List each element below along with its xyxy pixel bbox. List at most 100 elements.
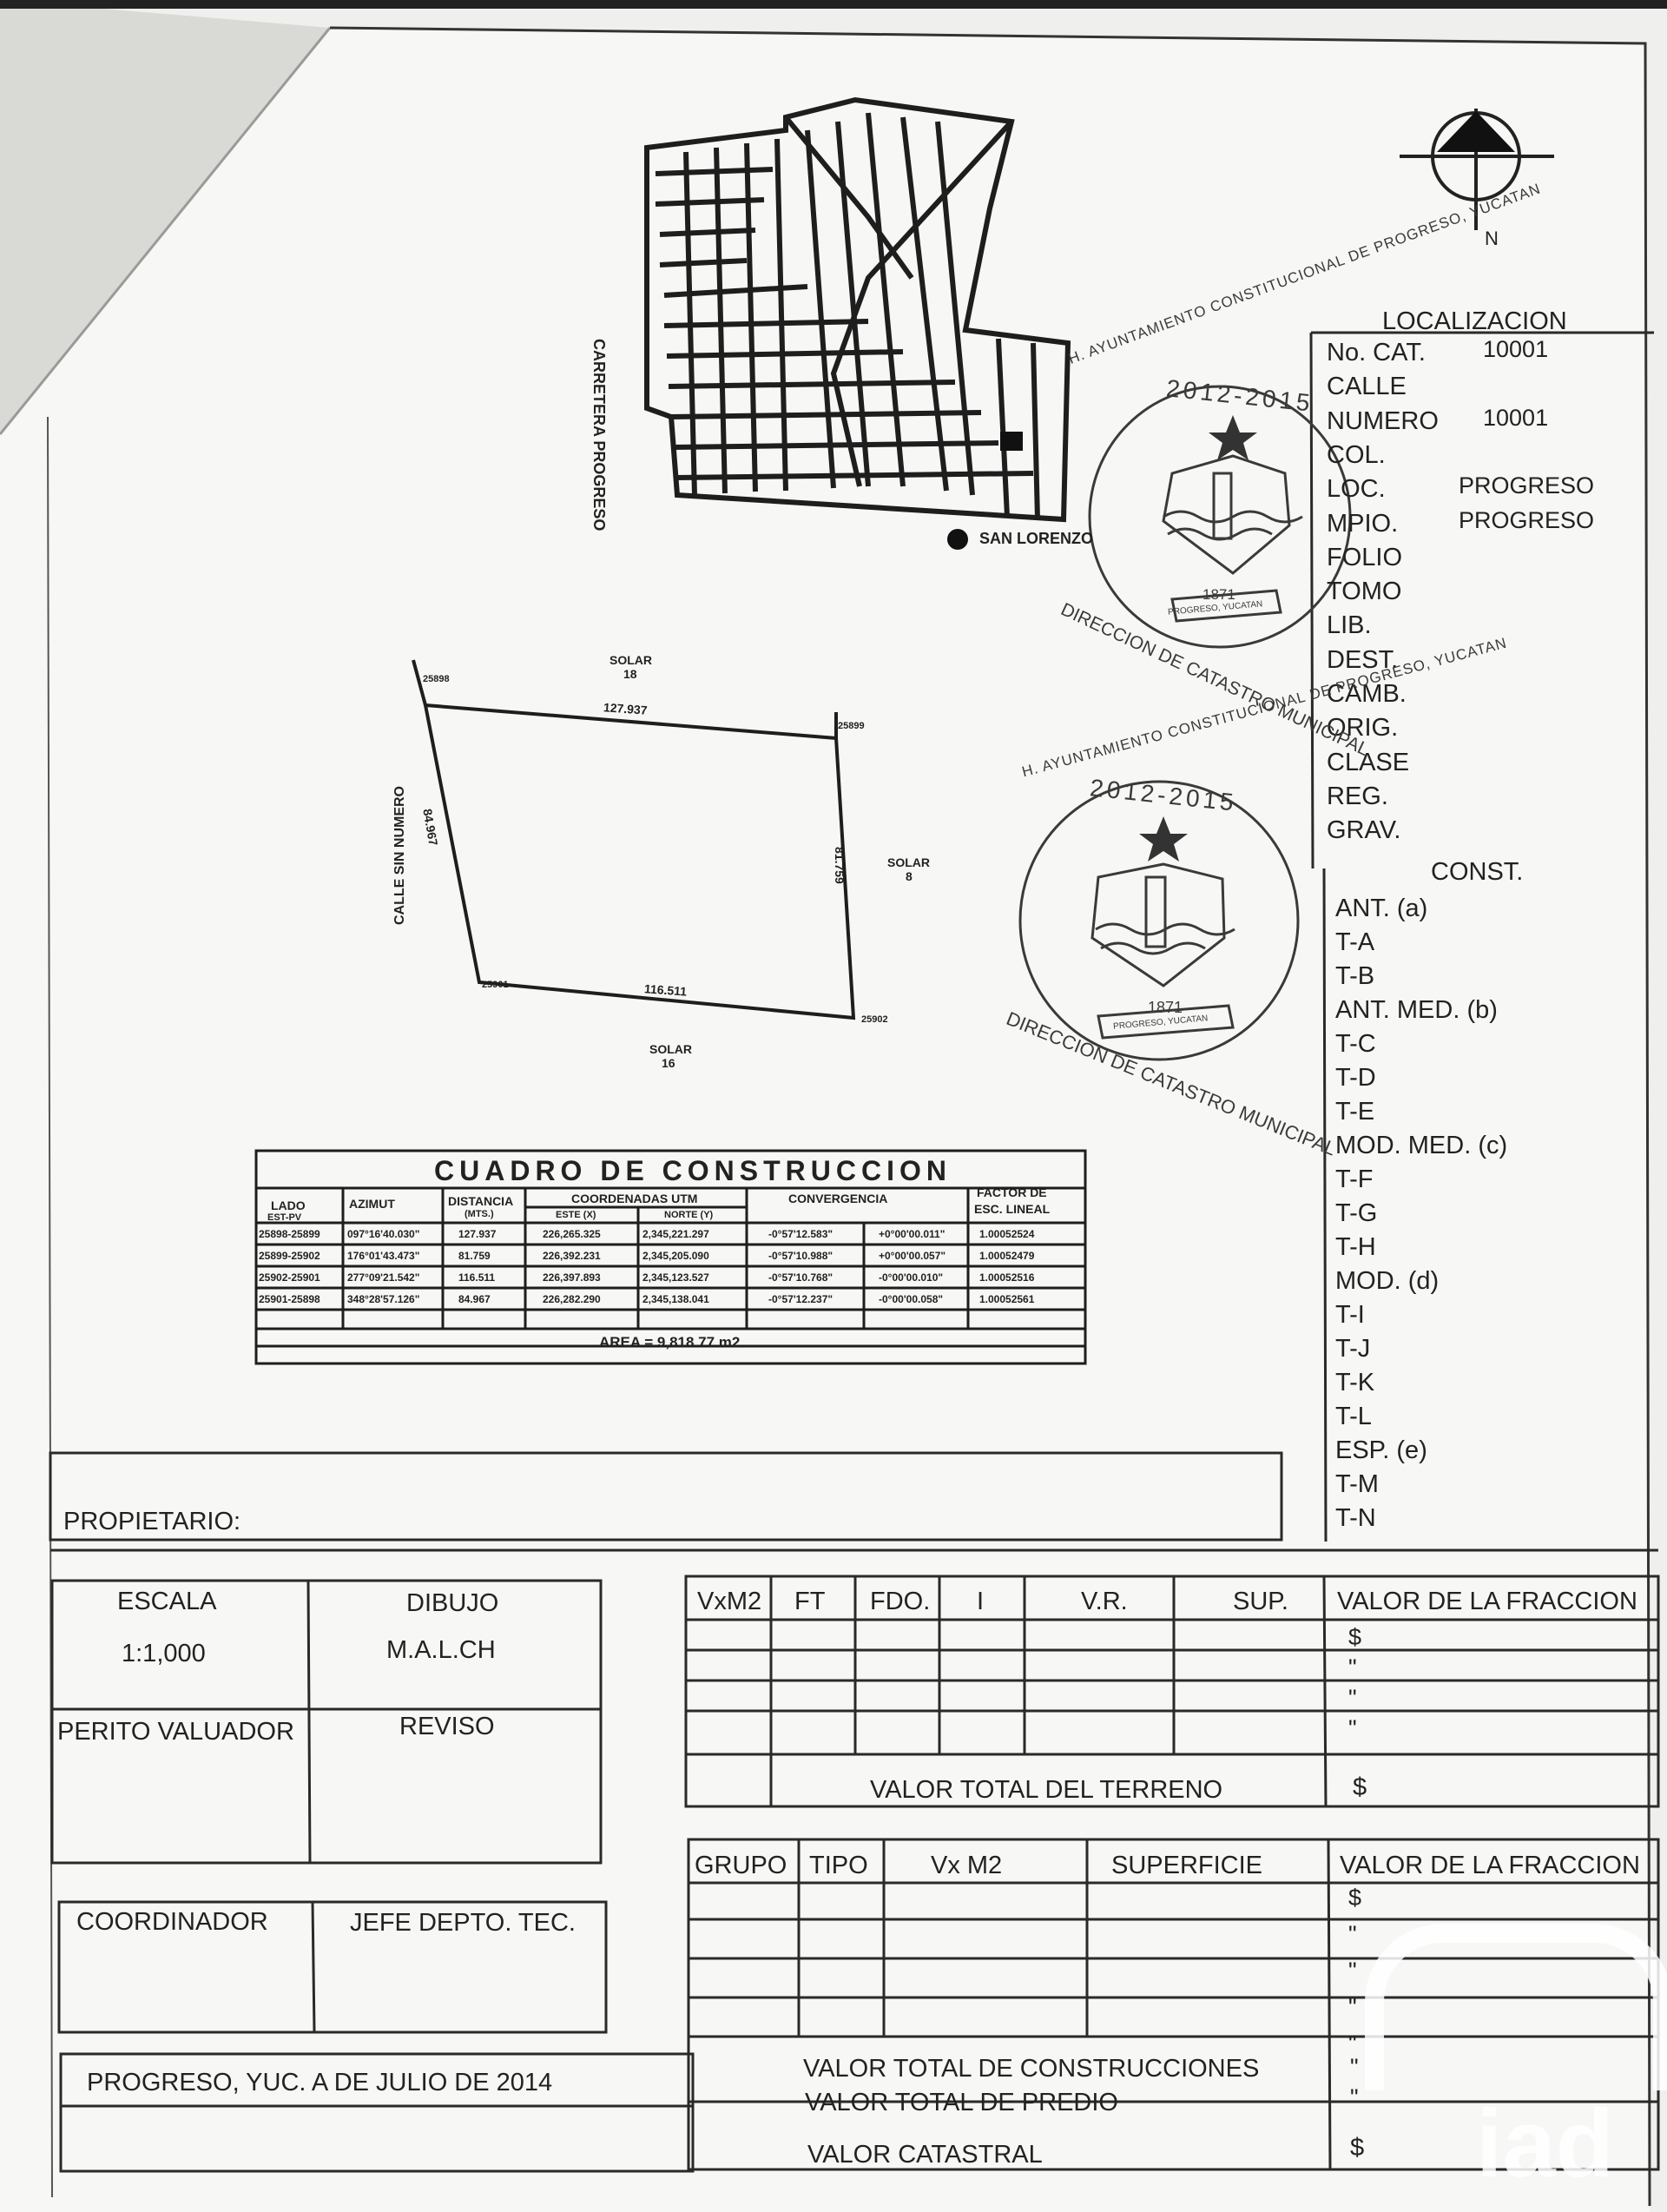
const-row-label: T-B [1335, 962, 1375, 990]
const-row-label: MOD. MED. (c) [1335, 1132, 1508, 1159]
valor-total-terreno-mark: $ [1353, 1773, 1367, 1801]
header-factor-sub: ESC. LINEAL [974, 1202, 1051, 1216]
total-predio-mark: " [1350, 2084, 1359, 2110]
cuadro-cell-este: 226,265.325 [543, 1228, 601, 1240]
cuadro-cell-dist: 127.937 [458, 1228, 497, 1240]
const-row-label: T-E [1335, 1098, 1375, 1126]
construcciones-header: VALOR DE LA FRACCION [1340, 1852, 1640, 1879]
terreno-header: V.R. [1081, 1588, 1128, 1615]
catastro-stamp-upper [1088, 385, 1352, 649]
catastral-mark: $ [1350, 2134, 1365, 2162]
construcciones-grid [687, 1838, 1660, 2171]
loc-label: DEST. [1327, 645, 1399, 674]
loc-label: No. CAT. [1327, 339, 1426, 366]
area-total: AREA = 9,818.77 m2 [599, 1334, 741, 1350]
escala-value: 1:1,000 [122, 1640, 206, 1667]
construcciones-fraccion-mark: " [1348, 1958, 1357, 1984]
construcciones-fraccion-mark: " [1348, 1921, 1357, 1947]
const-row-label: T-F [1335, 1165, 1374, 1193]
loc-label: COL. [1327, 440, 1386, 469]
cuadro-grid [254, 1149, 1087, 1365]
neighbor-north-number: 18 [623, 667, 637, 681]
loc-label: CLASE [1327, 748, 1410, 776]
perito-label: PERITO VALUADOR [57, 1718, 294, 1746]
header-distancia-sub: (MTS.) [465, 1209, 494, 1219]
cuadro-cell-conv2: +0°00'00.011" [879, 1228, 946, 1240]
construcciones-header: GRUPO [695, 1852, 787, 1879]
header-lado-sub: EST-PV [267, 1212, 302, 1223]
valor-total-terreno-label: VALOR TOTAL DEL TERRENO [870, 1776, 1223, 1804]
stamp-lower-seal-year: 1871 [1148, 999, 1183, 1016]
localizacion-grid [1309, 331, 1654, 1542]
header-azimut: AZIMUT [349, 1197, 395, 1211]
cuadro-cell-factor: 1.00052479 [979, 1250, 1035, 1262]
cuadro-cell-este: 226,282.290 [543, 1293, 601, 1305]
iad-logo-icon [1365, 1924, 1667, 2090]
side-east-length: 81.759 [833, 847, 847, 884]
valor-total-predio-label: VALOR TOTAL DE PREDIO [805, 2089, 1118, 2116]
iad-watermark: iad [1476, 2090, 1614, 2197]
const-row-label: T-N [1335, 1504, 1376, 1532]
cuadro-cell-azimut: 097°16'40.030" [347, 1228, 420, 1240]
propietario-label: PROPIETARIO: [63, 1508, 241, 1535]
const-row-label: MOD. (d) [1335, 1267, 1440, 1295]
vertex-ne: 25899 [838, 721, 865, 731]
loc-label: CALLE [1327, 373, 1407, 401]
terreno-header: I [977, 1588, 985, 1615]
loc-label: ORIG. [1327, 714, 1399, 743]
loc-value: PROGRESO [1459, 506, 1595, 533]
construcciones-fraccion-mark: " [1348, 2030, 1357, 2057]
loc-label: LOC. [1327, 475, 1386, 504]
header-este: ESTE (X) [556, 1210, 596, 1220]
loc-label: CAMB. [1327, 680, 1407, 708]
cuadro-title: CUADRO DE CONSTRUCCION [434, 1155, 952, 1186]
vertex-sw: 25901 [482, 980, 509, 990]
jefe-label: JEFE DEPTO. TEC. [350, 1909, 576, 1937]
terreno-fraccion-mark: $ [1348, 1624, 1362, 1650]
terreno-header: SUP. [1233, 1588, 1288, 1615]
place-label: SAN LORENZO [979, 530, 1094, 547]
dibujo-label: DIBUJO [406, 1589, 499, 1617]
const-row-label: T-C [1335, 1030, 1376, 1058]
cuadro-cell-conv: -0°57'10.988" [768, 1250, 834, 1262]
terreno-header: FT [794, 1588, 826, 1615]
terreno-header: VxM2 [697, 1588, 762, 1615]
cuadro-cell-factor: 1.00052524 [979, 1228, 1035, 1240]
cuadro-cell-dist: 84.967 [458, 1293, 491, 1305]
construcciones-fraccion-mark: " [1348, 1994, 1357, 2020]
loc-label: TOMO [1327, 578, 1402, 606]
cuadro-cell-este: 226,392.231 [543, 1250, 601, 1262]
valor-catastral-label: VALOR CATASTRAL [807, 2141, 1043, 2169]
const-row-label: T-M [1335, 1470, 1379, 1498]
header-convergencia: CONVERGENCIA [788, 1192, 888, 1205]
cuadro-cell-factor: 1.00052561 [979, 1293, 1035, 1305]
side-north-length: 127.937 [603, 700, 649, 717]
loc-value: 10001 [1483, 404, 1549, 431]
const-row-label: T-L [1335, 1403, 1372, 1430]
cuadro-cell-conv2: +0°00'00.057" [879, 1250, 946, 1262]
stamp-upper-seal-year: 1871 [1202, 586, 1235, 603]
cuadro-cell-azimut: 176°01'43.473" [347, 1250, 420, 1262]
neighbor-south-number: 16 [662, 1056, 675, 1070]
const-row-label: T-I [1335, 1301, 1365, 1329]
terreno-fraccion-mark: " [1348, 1715, 1357, 1741]
dibujo-value: M.A.L.CH [386, 1636, 496, 1664]
loc-label: REG. [1327, 782, 1388, 810]
const-title: CONST. [1431, 858, 1524, 886]
loc-value: PROGRESO [1459, 472, 1595, 499]
loc-label: MPIO. [1327, 509, 1399, 538]
cuadro-cell-norte: 2,345,123.527 [642, 1271, 709, 1284]
cuadro-cell-factor: 1.00052516 [979, 1271, 1035, 1284]
vertex-se: 25902 [861, 1014, 888, 1025]
propietario-box [49, 1451, 1283, 1542]
cuadro-cell-lado: 25901-25898 [259, 1293, 320, 1305]
header-factor: FACTOR DE [977, 1185, 1047, 1199]
terreno-fraccion-mark: " [1348, 1685, 1357, 1711]
localizacion-title: LOCALIZACION [1382, 307, 1567, 335]
vertex-nw: 25898 [423, 674, 450, 684]
escala-label: ESCALA [117, 1588, 217, 1615]
const-row-label: T-A [1335, 928, 1375, 956]
neighbor-east-solar: SOLAR [887, 855, 930, 869]
terreno-header: VALOR DE LA FRACCION [1337, 1588, 1637, 1615]
